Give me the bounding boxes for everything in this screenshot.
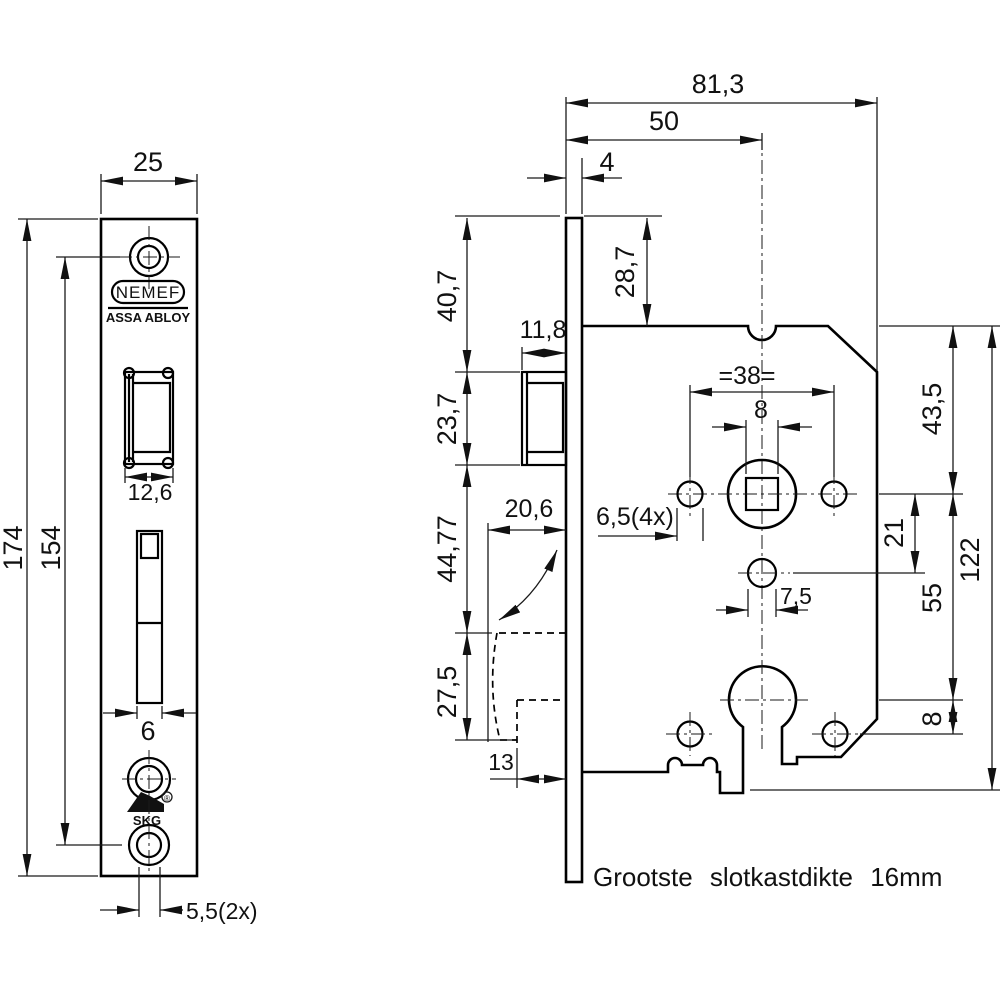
svg-text:8: 8 xyxy=(917,711,947,726)
spindle-follower xyxy=(668,458,860,530)
dim-bolt-step: 13 xyxy=(488,748,566,788)
nemef-logo: NEMEF ASSA ABLOY xyxy=(106,279,191,325)
dim-handle-holes: =38= xyxy=(689,362,835,477)
svg-text:=38=: =38= xyxy=(718,362,775,390)
dim-hole-spacing: 154 xyxy=(36,256,122,846)
faceplate-side-outline xyxy=(564,216,584,884)
dim-case-height: 122 xyxy=(955,326,997,790)
bottom-screw-hole xyxy=(127,750,171,872)
svg-text:11,8: 11,8 xyxy=(520,316,567,344)
bottom-hole-right xyxy=(812,712,858,756)
dim-latch-to-bolt: 44,77 xyxy=(432,465,492,634)
swing-arc xyxy=(498,549,558,621)
svg-text:28,7: 28,7 xyxy=(610,246,640,299)
dim-case-to-spindle: 43,5 xyxy=(917,326,958,494)
svg-text:43,5: 43,5 xyxy=(917,383,947,436)
svg-text:55: 55 xyxy=(917,583,947,613)
dim-small-hole: 7,5 xyxy=(716,583,812,617)
svg-text:27,5: 27,5 xyxy=(432,666,462,719)
svg-text:154: 154 xyxy=(36,525,66,570)
dim-faceplate-width: 25 xyxy=(100,147,198,214)
lock-case-outline xyxy=(582,324,879,795)
svg-text:40,7: 40,7 xyxy=(432,270,462,323)
svg-text:21: 21 xyxy=(879,518,909,548)
deadbolt-extended-hidden xyxy=(491,632,566,745)
deadbolt-slot xyxy=(135,529,164,705)
fixing-hole-left xyxy=(676,470,704,518)
dim-faceplate-thickness: 4 xyxy=(527,147,622,214)
svg-text:7,5: 7,5 xyxy=(780,583,812,609)
brand-sub-text: ASSA ABLOY xyxy=(106,310,191,325)
dim-latch-height: 23,7 xyxy=(432,372,520,466)
top-screw-hole xyxy=(118,226,180,289)
svg-text:23,7: 23,7 xyxy=(432,393,462,446)
skg-text: SKG xyxy=(133,813,161,828)
small-hole xyxy=(738,557,790,589)
svg-text:20,6: 20,6 xyxy=(505,495,554,523)
brand-text: NEMEF xyxy=(116,283,181,302)
faceplate-front-view: NEMEF ASSA ABLOY xyxy=(0,147,258,924)
dim-cyl-to-screw: 8 xyxy=(917,700,958,734)
svg-text:122: 122 xyxy=(955,537,985,582)
note-text: Grootste slotkastdikte 16mm xyxy=(593,862,942,892)
skg-reg-mark: ® xyxy=(164,794,170,803)
lock-case-side-view: 81,3 50 4 40,7 23,7 4 xyxy=(432,69,1000,892)
dim-top-to-case: 28,7 xyxy=(584,215,662,326)
svg-text:5,5(2x): 5,5(2x) xyxy=(186,898,258,924)
svg-text:50: 50 xyxy=(649,106,679,136)
dim-latch-width: 11,8 xyxy=(520,316,567,370)
dim-backset: 50 xyxy=(566,106,763,150)
dim-bolt-slot: 6 xyxy=(103,706,196,746)
svg-text:12,6: 12,6 xyxy=(128,479,173,505)
dim-faceplate-height: 174 xyxy=(0,218,98,877)
dim-bolt-throw: 20,6 xyxy=(487,495,566,742)
faceplate-outline xyxy=(99,217,199,878)
bottom-hole-left xyxy=(666,712,714,756)
svg-text:4: 4 xyxy=(599,147,614,177)
dim-centers: 55 xyxy=(917,494,958,700)
svg-text:81,3: 81,3 xyxy=(692,69,745,99)
svg-text:8: 8 xyxy=(754,396,768,424)
dim-fix-holes: 6,5(4x) xyxy=(596,503,704,541)
dim-total-width: 81,3 xyxy=(565,69,878,371)
dim-top-to-latch: 40,7 xyxy=(432,215,560,373)
svg-text:174: 174 xyxy=(0,525,28,570)
skg-logo: ® SKG xyxy=(127,791,173,828)
dim-latch-cutout: 12,6 xyxy=(124,468,174,505)
fixing-hole-right xyxy=(820,470,848,518)
svg-text:13: 13 xyxy=(488,749,514,775)
dim-spindle-square: 8 xyxy=(712,396,812,474)
svg-text:6,5(4x): 6,5(4x) xyxy=(596,503,674,531)
svg-text:25: 25 xyxy=(133,147,163,177)
dim-screw-holes: 5,5(2x) xyxy=(100,867,258,924)
svg-text:6: 6 xyxy=(140,716,155,746)
dim-bolt-height: 27,5 xyxy=(432,633,512,741)
svg-text:44,77: 44,77 xyxy=(432,515,462,583)
latch-cutout xyxy=(122,366,175,470)
latch-bolt-side xyxy=(520,370,568,467)
dim-spindle-to-hole: 21 xyxy=(879,494,920,573)
